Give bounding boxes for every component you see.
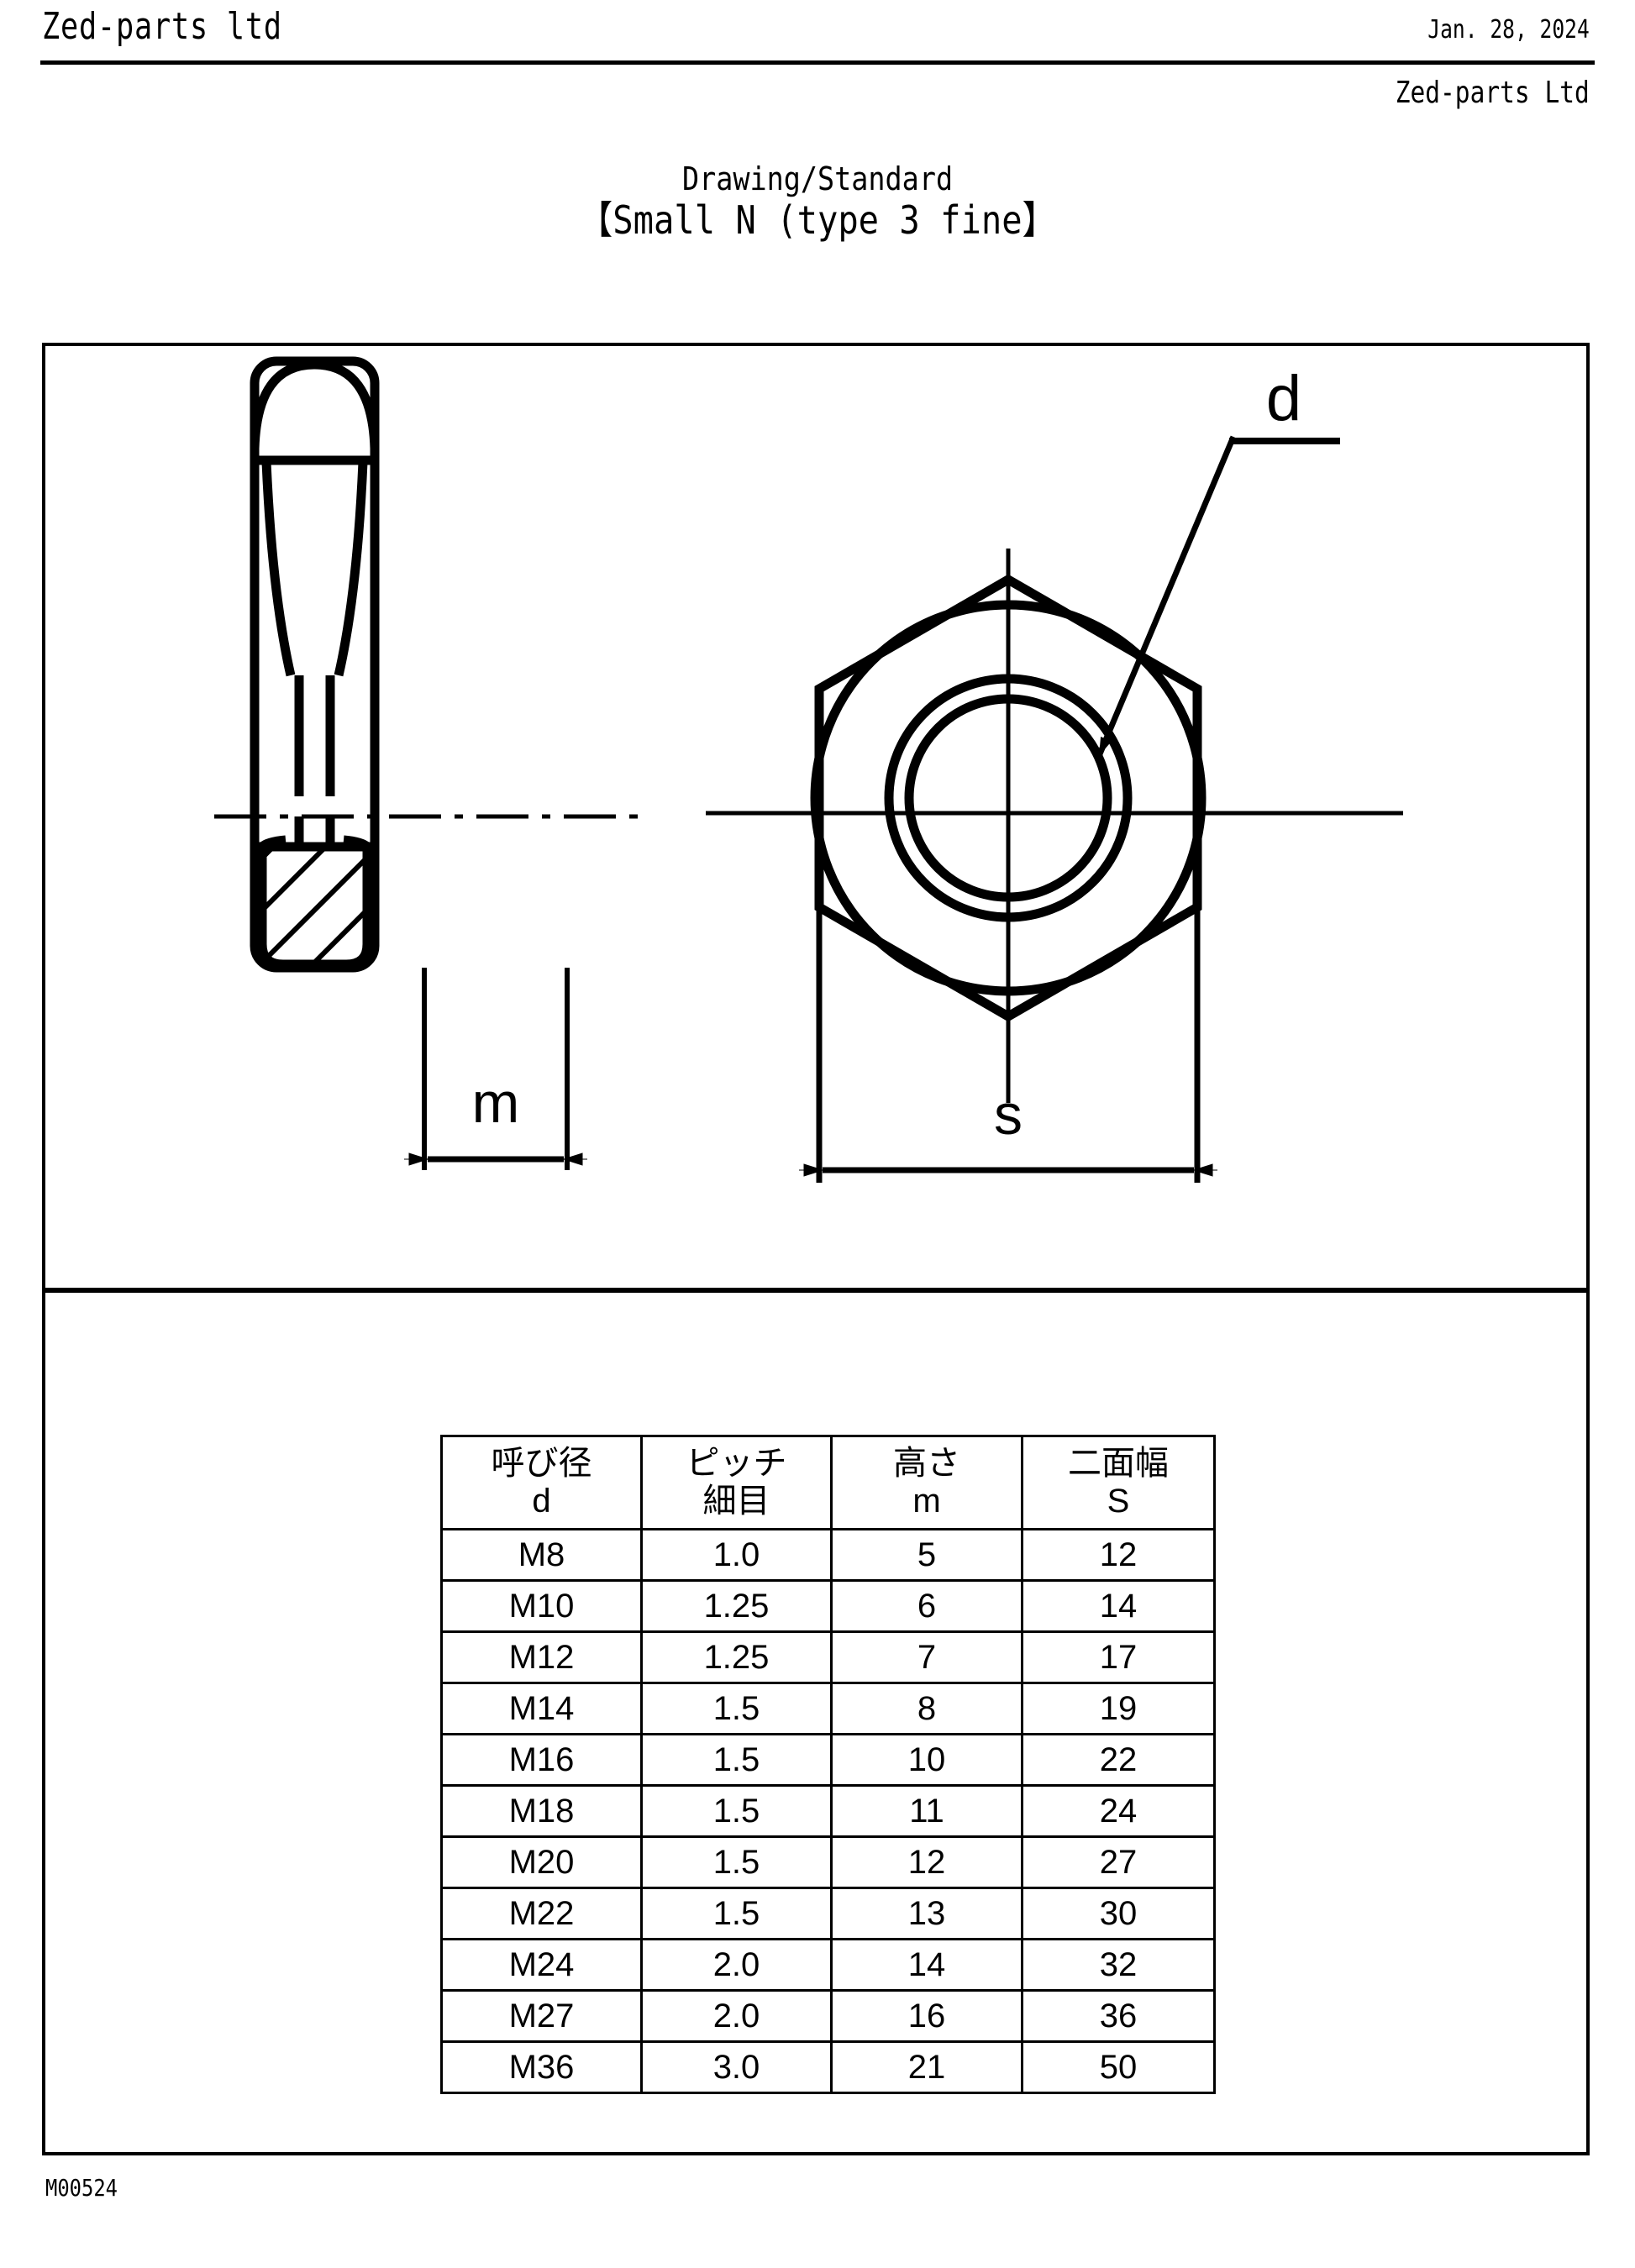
table-cell-m: 6: [830, 1579, 1023, 1633]
table-cell-m: 10: [830, 1733, 1023, 1787]
column-header-jp-label: 高さ: [893, 1443, 960, 1483]
table-cell-m: 7: [830, 1630, 1023, 1684]
column-header-jp-label: 呼び径: [491, 1443, 592, 1483]
table-cell-pitch: 1.5: [640, 1835, 833, 1889]
drawing-table-divider: [42, 1288, 1590, 1293]
d-leader-diagonal: [1096, 435, 1237, 758]
table-cell-s: 22: [1021, 1733, 1216, 1787]
m-dimension-label: m: [472, 1071, 520, 1135]
table-cell-s: 12: [1021, 1528, 1216, 1582]
table-cell-s: 30: [1021, 1887, 1216, 1940]
table-cell-pitch: 1.25: [640, 1630, 833, 1684]
d-dimension-label: d: [1266, 363, 1301, 434]
table-cell-pitch: 1.5: [640, 1682, 833, 1735]
thread-inner-circle: [904, 694, 1112, 902]
nut-technical-drawing: m d s: [214, 356, 1403, 1183]
column-header-pitch: ピッチ 細目: [640, 1435, 833, 1530]
drawing-title-block: Drawing/Standard 【Small N (type 3 fine】: [0, 161, 1635, 242]
s-dimension-label: s: [994, 1083, 1023, 1147]
table-cell-d: M16: [440, 1733, 643, 1787]
table-cell-s: 14: [1021, 1579, 1216, 1633]
table-cell-m: 13: [830, 1887, 1023, 1940]
column-header-symbol: d: [532, 1483, 551, 1520]
table-cell-s: 36: [1021, 1989, 1216, 2043]
column-header-symbol: m: [912, 1483, 941, 1520]
thread-outer-circle: [884, 674, 1133, 922]
nut-top-chamfer-arc: [250, 360, 380, 449]
table-cell-d: M14: [440, 1682, 643, 1735]
table-cell-s: 27: [1021, 1835, 1216, 1889]
chamfer-circle: [810, 600, 1207, 996]
table-cell-s: 19: [1021, 1682, 1216, 1735]
table-cell-m: 8: [830, 1682, 1023, 1735]
nut-upper-flank-right: [334, 461, 368, 677]
table-cell-pitch: 1.5: [640, 1733, 833, 1787]
nut-upper-flank-left: [261, 461, 296, 677]
drawing-title-category: Drawing/Standard: [681, 160, 954, 197]
drawing-title-name: 【Small N (type 3 fine】: [578, 197, 1057, 243]
column-header-symbol: 細目: [702, 1483, 770, 1520]
nut-hex-front-view: d s: [706, 363, 1403, 1183]
column-header-jp-label: 二面幅: [1068, 1443, 1169, 1483]
table-cell-s: 17: [1021, 1630, 1216, 1684]
footer-document-code: M00524: [45, 2174, 118, 2202]
table-cell-m: 14: [830, 1938, 1023, 1992]
table-cell-m: 11: [830, 1784, 1023, 1838]
table-cell-d: M18: [440, 1784, 643, 1838]
table-cell-d: M36: [440, 2040, 643, 2094]
table-cell-pitch: 3.0: [640, 2040, 833, 2094]
table-cell-s: 50: [1021, 2040, 1216, 2094]
header-divider-rule: [40, 60, 1595, 65]
nut-lower-chamfer-left: [259, 835, 287, 851]
table-cell-pitch: 1.25: [640, 1579, 833, 1633]
table-cell-pitch: 1.5: [640, 1887, 833, 1940]
table-cell-d: M8: [440, 1528, 643, 1582]
header-date: Jan. 28, 2024: [1427, 15, 1590, 45]
table-cell-s: 24: [1021, 1784, 1216, 1838]
table-cell-pitch: 1.0: [640, 1528, 833, 1582]
drawing-frame-border: [42, 343, 1590, 2155]
table-cell-pitch: 2.0: [640, 1938, 833, 1992]
column-header-symbol: S: [1107, 1483, 1130, 1520]
table-cell-m: 5: [830, 1528, 1023, 1582]
table-cell-m: 16: [830, 1989, 1023, 2043]
section-boundary: [257, 842, 372, 969]
header-company-name-secondary: Zed-parts Ltd: [1395, 76, 1590, 110]
table-cell-d: M24: [440, 1938, 643, 1992]
table-cell-d: M10: [440, 1579, 643, 1633]
column-header-nominal-diameter: 呼び径 d: [440, 1435, 643, 1530]
table-cell-s: 32: [1021, 1938, 1216, 1992]
table-cell-pitch: 2.0: [640, 1989, 833, 2043]
table-cell-m: 21: [830, 2040, 1023, 2094]
header-company-name: Zed-parts ltd: [42, 5, 282, 48]
section-hatching: [262, 847, 367, 964]
table-cell-d: M22: [440, 1887, 643, 1940]
table-cell-m: 12: [830, 1835, 1023, 1889]
nut-side-section-view: m: [214, 356, 643, 1170]
column-header-width-across-flats: 二面幅 S: [1021, 1435, 1216, 1530]
column-header-jp-label: ピッチ: [686, 1443, 787, 1483]
table-cell-d: M12: [440, 1630, 643, 1684]
hexagon-outline: [814, 574, 1202, 1022]
column-header-height: 高さ m: [830, 1435, 1023, 1530]
table-cell-pitch: 1.5: [640, 1784, 833, 1838]
table-cell-d: M20: [440, 1835, 643, 1889]
table-cell-d: M27: [440, 1989, 643, 2043]
nut-lower-chamfer-right: [343, 835, 371, 851]
table-header-row: 呼び径 d ピッチ 細目 高さ m 二面幅 S: [440, 1435, 1216, 1530]
